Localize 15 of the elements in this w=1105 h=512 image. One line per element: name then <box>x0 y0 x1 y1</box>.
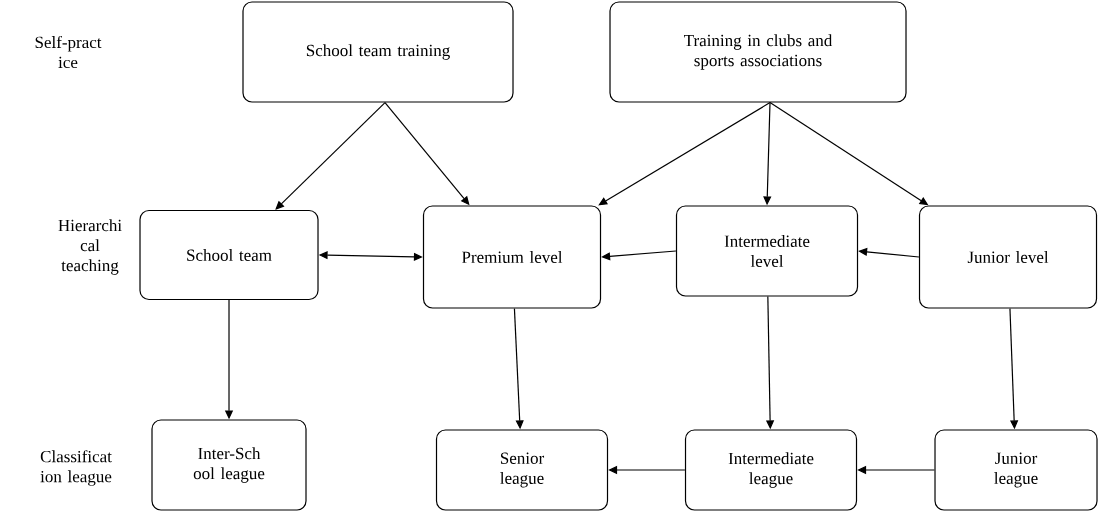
arrow <box>598 102 771 206</box>
process-box: Junior level <box>918 205 1098 309</box>
process-box: Intermediate league <box>684 429 858 511</box>
process-box: Premium level <box>422 205 602 309</box>
process-box: Training in clubs and sports associations <box>609 1 907 103</box>
process-box: Senior league <box>435 429 609 511</box>
side-label: Self-pract ice <box>35 35 102 69</box>
process-box: Junior league <box>934 429 1098 511</box>
process-box: School team training <box>242 1 514 103</box>
side-label: Hierarchi cal teaching <box>58 219 122 275</box>
process-box: Intermediate level <box>675 205 859 297</box>
process-box: Inter-Sch ool league <box>151 419 307 511</box>
process-box: School team <box>139 209 319 301</box>
arrow <box>275 102 386 210</box>
side-label: Classificat ion league <box>40 450 112 486</box>
